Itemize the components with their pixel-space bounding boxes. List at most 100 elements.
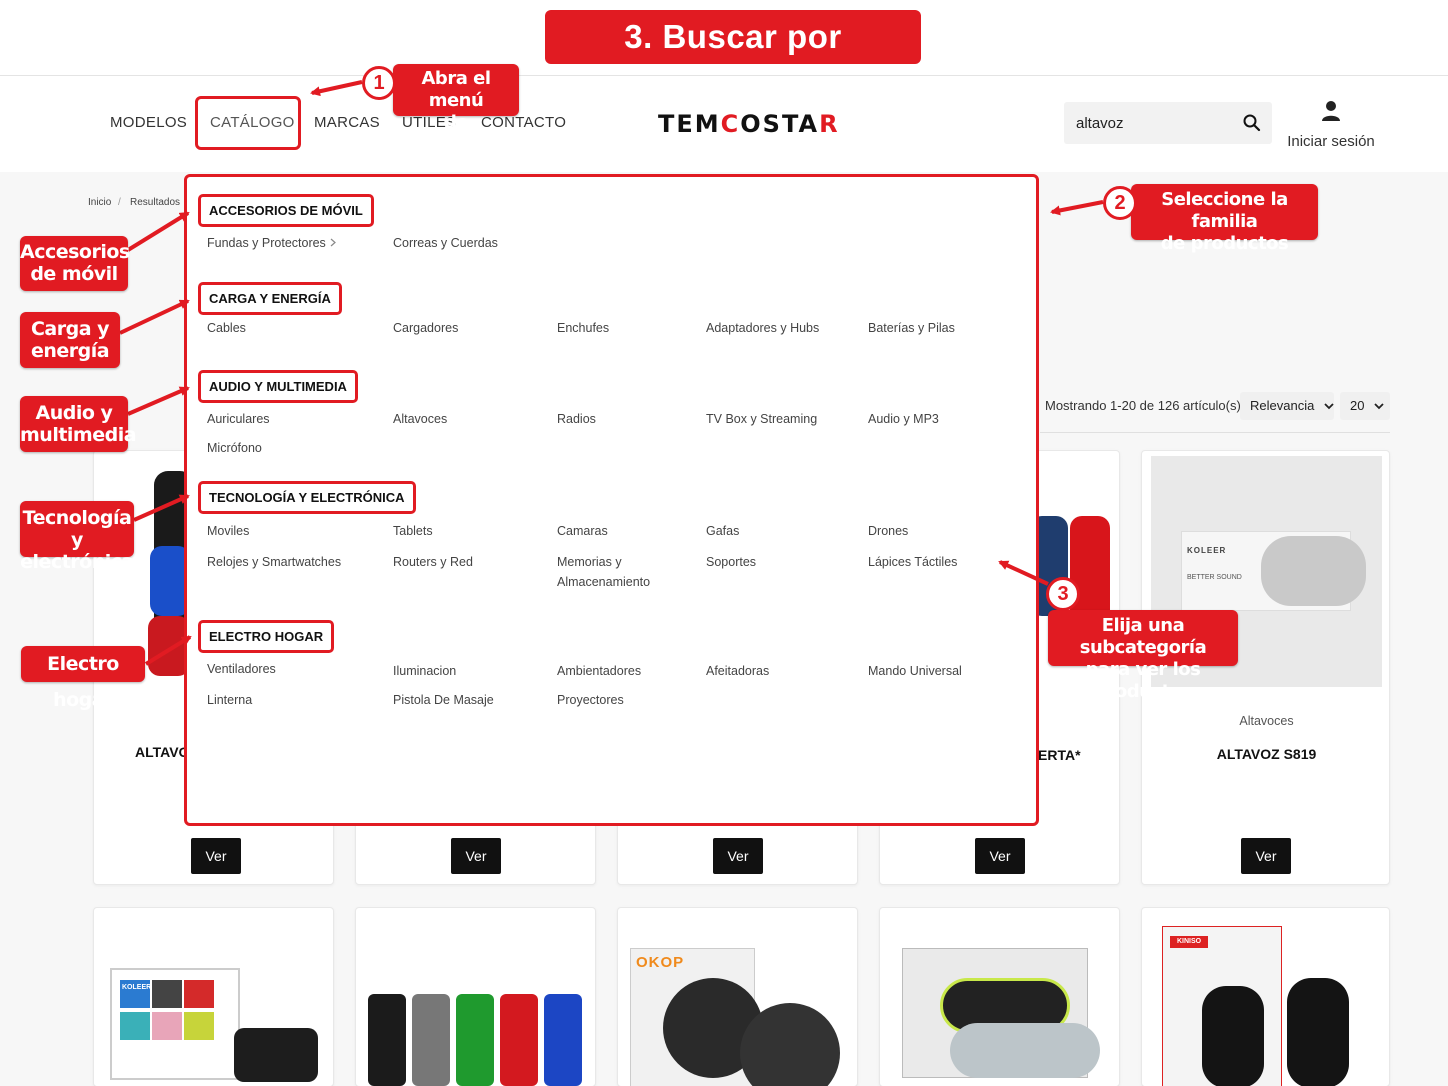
product-card[interactable]: OKOP [617,907,858,1086]
sort-select[interactable]: Relevancia [1240,392,1334,420]
subcategory-pistola-masaje[interactable]: Pistola De Masaje [393,693,494,707]
category-electro-hogar[interactable]: ELECTRO HOGAR [198,620,335,653]
subcategory-memorias-line2[interactable]: Almacenamiento [557,575,651,589]
callout-audio: Audio y multimedia [20,396,137,452]
chevron-down-icon [1374,403,1384,410]
subcategory-adaptadores[interactable]: Adaptadores y Hubs [706,321,820,335]
callout-carga-line-2: energía [30,340,110,362]
product-title[interactable]: ERTA* [1038,747,1081,763]
callout-accesorios-line-2: de móvil [30,263,118,285]
subcategory-memorias[interactable]: Memorias y [557,555,622,569]
subcategory-altavoces[interactable]: Altavoces [393,412,448,426]
subcategory-lapices[interactable]: Lápices Táctiles [868,555,958,569]
speaker-shape [456,994,494,1086]
subcategory-tv-box[interactable]: TV Box y Streaming [706,412,818,426]
ver-button[interactable]: Ver [451,838,501,874]
subcategory-correas[interactable]: Correas y Cuerdas [393,236,498,250]
subcategory-routers[interactable]: Routers y Red [393,555,473,569]
subcategory-auriculares[interactable]: Auriculares [207,412,270,426]
chevron-down-icon [1324,403,1334,410]
nav-utiles[interactable]: ÚTILES [402,114,457,131]
speaker-shape [234,1028,318,1082]
subcategory-afeitadoras[interactable]: Afeitadoras [706,664,770,678]
search-box [1064,102,1272,144]
subcategory-cargadores[interactable]: Cargadores [393,321,459,335]
per-page-value: 20 [1350,398,1365,413]
subcategory-iluminacion[interactable]: Iluminacion [393,664,457,678]
nav-modelos[interactable]: MODELOS [110,114,188,131]
category-carga-energia[interactable]: CARGA Y ENERGÍA [198,282,342,315]
chevron-right-icon [330,238,336,247]
speaker-shape [544,994,582,1086]
product-card[interactable]: KINISO [1141,907,1390,1086]
subcategory-audio-mp3[interactable]: Audio y MP3 [868,412,939,426]
subcategory-ventiladores[interactable]: Ventiladores [207,662,276,676]
callout-step-2: Seleccione la familia de productos [1131,184,1318,254]
subcategory-relojes[interactable]: Relojes y Smartwatches [207,555,342,569]
product-image-accent [150,546,190,616]
ver-button[interactable]: Ver [1241,838,1291,874]
subcategory-linterna[interactable]: Linterna [207,693,253,707]
ver-button[interactable]: Ver [191,838,241,874]
breadcrumb-current: Resultados [130,197,181,208]
login-link[interactable]: Iniciar sesión [1286,100,1376,150]
site-logo[interactable]: TEMCOSTAR [658,110,840,138]
nav-catalogo[interactable]: CATÁLOGO [210,114,295,131]
ver-button[interactable]: Ver [713,838,763,874]
callout-step-3-line-2: para ver los productos [1085,659,1201,702]
subcategory-camaras[interactable]: Camaras [557,524,608,538]
product-image: KOLEER [110,968,240,1080]
callout-carga: Carga y energía [20,312,120,368]
callout-step-1: Abra el menú de categorías [393,64,519,155]
subcategory-proyectores[interactable]: Proyectores [557,693,624,707]
product-card[interactable] [355,907,596,1086]
sort-value: Relevancia [1250,398,1315,413]
subcategory-baterias[interactable]: Baterías y Pilas [868,321,955,335]
logo-part-2: C [720,110,741,138]
category-tecnologia-electronica[interactable]: TECNOLOGÍA Y ELECTRÓNICA [198,481,416,514]
color-swatch [184,1012,214,1040]
color-swatch [184,980,214,1008]
breadcrumb-separator: / [118,197,121,208]
subcategory-moviles[interactable]: Moviles [207,524,250,538]
callout-audio-line-1: Audio y [35,402,113,424]
color-swatch [120,1012,150,1040]
subcategory-soportes[interactable]: Soportes [706,555,757,569]
category-accesorios-movil[interactable]: ACCESORIOS DE MÓVIL [198,194,374,227]
product-title[interactable]: ALTAVOZ S819 [1216,746,1317,762]
breadcrumb-home[interactable]: Inicio [88,197,112,208]
subcategory-fundas[interactable]: Fundas y Protectores [207,236,326,250]
speaker-shape [950,1023,1100,1078]
step-2-number: 2 [1103,186,1137,220]
callout-accesorios-line-1: Accesorios [20,241,130,263]
user-icon [1322,101,1340,121]
speaker-shape [1202,986,1264,1086]
subcategory-tablets[interactable]: Tablets [393,524,433,538]
per-page-select[interactable]: 20 [1340,392,1390,420]
subcategory-enchufes[interactable]: Enchufes [557,321,610,335]
search-icon[interactable] [1242,113,1262,133]
subcategory-cables[interactable]: Cables [207,321,246,335]
callout-step-3: Elija una subcategoría para ver los prod… [1048,610,1238,702]
ver-button[interactable]: Ver [975,838,1025,874]
product-image-text: BETTER SOUND [1187,574,1242,581]
subcategory-microfono[interactable]: Micrófono [207,441,262,455]
subcategory-ambientadores[interactable]: Ambientadores [557,664,642,678]
product-card[interactable] [879,907,1120,1086]
nav-catalogo-highlight[interactable] [195,96,301,150]
subcategory-gafas[interactable]: Gafas [706,524,740,538]
subcategory-radios[interactable]: Radios [557,412,596,426]
nav-marcas[interactable]: MARCAS [314,114,380,131]
results-count: Mostrando 1-20 de 126 artículo(s) [1045,398,1241,413]
product-card[interactable]: KOLEER [93,907,334,1086]
subcategory-mando[interactable]: Mando Universal [868,664,962,678]
search-input[interactable] [1076,112,1236,134]
callout-tecnologia-line-2: electrónica [20,551,134,573]
callout-step-2-line-1: Seleccione la familia [1161,189,1288,232]
category-audio-multimedia[interactable]: AUDIO Y MULTIMEDIA [198,370,358,403]
product-title[interactable]: ALTAVO [135,744,190,760]
callout-step-1-line-2: de categorías [405,112,507,155]
nav-contacto[interactable]: CONTACTO [481,114,567,131]
subcategory-drones[interactable]: Drones [868,524,909,538]
product-image-brand: KOLEER [122,984,152,991]
